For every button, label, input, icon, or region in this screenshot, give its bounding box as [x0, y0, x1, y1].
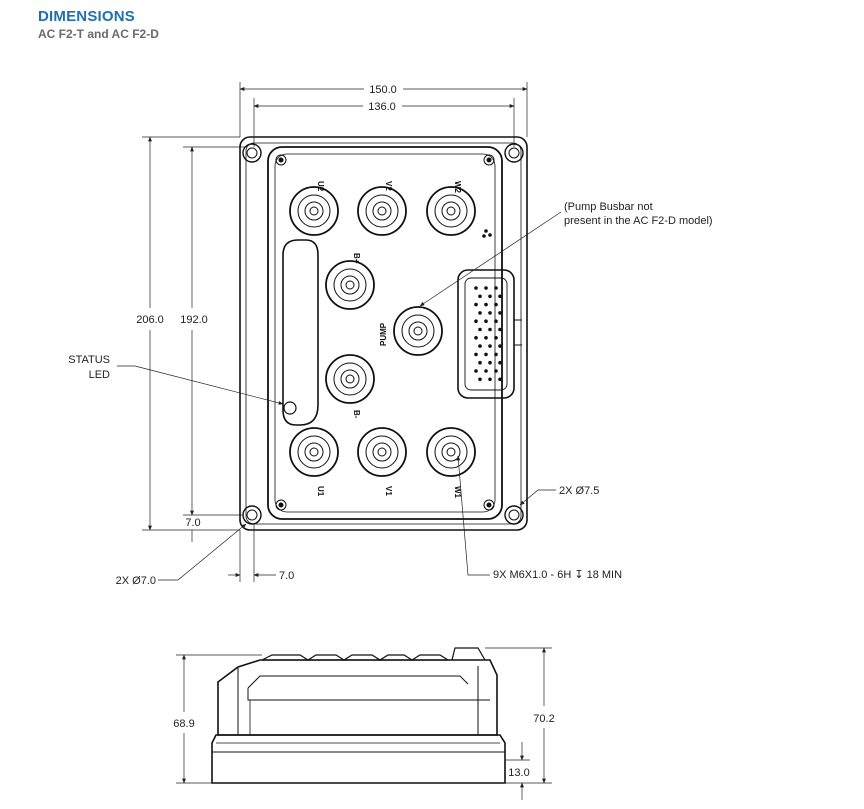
label-v2: V2 [384, 181, 393, 191]
terminal-b-minus [325, 354, 375, 404]
status-led [283, 401, 297, 415]
connector-pin [474, 336, 478, 340]
connector-pin [478, 294, 482, 299]
lid-outline [267, 146, 503, 520]
dim-base-height: 13.0 [508, 767, 529, 779]
pump-note-1: (Pump Busbar not [564, 201, 653, 213]
connector-pin [498, 360, 502, 365]
connector-pin [474, 352, 478, 357]
terminal-u2 [289, 186, 339, 236]
connector-pin [478, 377, 482, 382]
thread-callout: 9X M6X1.0 - 6H ↧ 18 MIN [493, 569, 622, 581]
connector-pin [478, 360, 482, 365]
dim-inner-width: 136.0 [368, 101, 396, 113]
hole-large-callout: 2X Ø7.5 [559, 485, 599, 497]
status-led-label-2: LED [89, 369, 110, 381]
side-view [211, 647, 506, 784]
terminal-v2 [357, 186, 407, 236]
hole-large-leader [519, 489, 556, 506]
connector-pin [494, 302, 498, 307]
connector-pin [488, 311, 492, 315]
page-subtitle: AC F2-T and AC F2-D [38, 27, 159, 41]
connector-pin [488, 360, 492, 365]
top-view [239, 136, 528, 531]
dim-inner-height: 192.0 [180, 314, 208, 326]
connector-pin [494, 352, 498, 357]
terminal-w2 [426, 186, 476, 236]
signal-connector [457, 269, 515, 399]
led-window [282, 239, 319, 426]
housing-outline [239, 136, 528, 531]
mounting-hole-br [504, 505, 524, 525]
connector-pin [474, 369, 478, 373]
connector-pin [478, 311, 482, 315]
pump-note-2: present in the AC F2-D model) [564, 215, 713, 227]
label-v1: V1 [384, 486, 393, 496]
connector-pin [474, 302, 478, 307]
connector-pin [498, 294, 502, 299]
connector-pin [488, 344, 492, 348]
page-title: DIMENSIONS [38, 8, 136, 25]
connector-pin [498, 327, 502, 332]
connector-pin [484, 302, 488, 307]
connector-pin [488, 327, 492, 332]
connector-pin [474, 319, 478, 324]
mounting-hole-tl [242, 143, 262, 163]
terminal-u1 [289, 427, 339, 477]
connector-pin [478, 327, 482, 332]
connector-pin [498, 311, 502, 315]
label-w2: W2 [453, 181, 462, 194]
connector-pin [494, 369, 498, 373]
terminal-w1 [426, 427, 476, 477]
dim-overall-width: 150.0 [369, 84, 397, 96]
label-u1: U1 [316, 486, 325, 497]
hole-small-callout: 2X Ø7.0 [116, 575, 156, 587]
connector-pin [484, 352, 488, 357]
connector-pin [484, 319, 488, 324]
label-b-plus: B+ [352, 253, 361, 264]
connector-pin [478, 344, 482, 348]
dim-overall-height: 206.0 [136, 314, 164, 326]
connector-pin [488, 377, 492, 382]
connector-pin [474, 286, 478, 290]
terminal-b-plus [325, 260, 375, 310]
dim-corner-offset-v: 7.0 [185, 517, 200, 529]
connector-pin [488, 294, 492, 299]
label-b-minus: B- [352, 410, 361, 419]
connector-pin [498, 377, 502, 382]
thread-leader [456, 455, 490, 576]
dim-side-height-right: 70.2 [533, 713, 554, 725]
pump-leader [419, 211, 562, 307]
label-pump: PUMP [379, 322, 388, 346]
label-u2: U2 [316, 181, 325, 192]
connector-pin [484, 286, 488, 290]
connector-pin [494, 319, 498, 324]
status-led-leader [117, 365, 284, 405]
connector-pin [494, 286, 498, 290]
label-w1: W1 [453, 486, 462, 499]
terminal-pump [393, 306, 443, 356]
hole-small-leader [158, 523, 247, 581]
connector-pin [494, 336, 498, 340]
connector-pin [498, 344, 502, 348]
dim-side-height-left: 68.9 [173, 718, 194, 730]
dim-corner-offset-h: 7.0 [279, 570, 294, 582]
connector-pin [484, 369, 488, 373]
status-led-label-1: STATUS [68, 354, 110, 366]
connector-pin [484, 336, 488, 340]
terminal-v1 [357, 427, 407, 477]
